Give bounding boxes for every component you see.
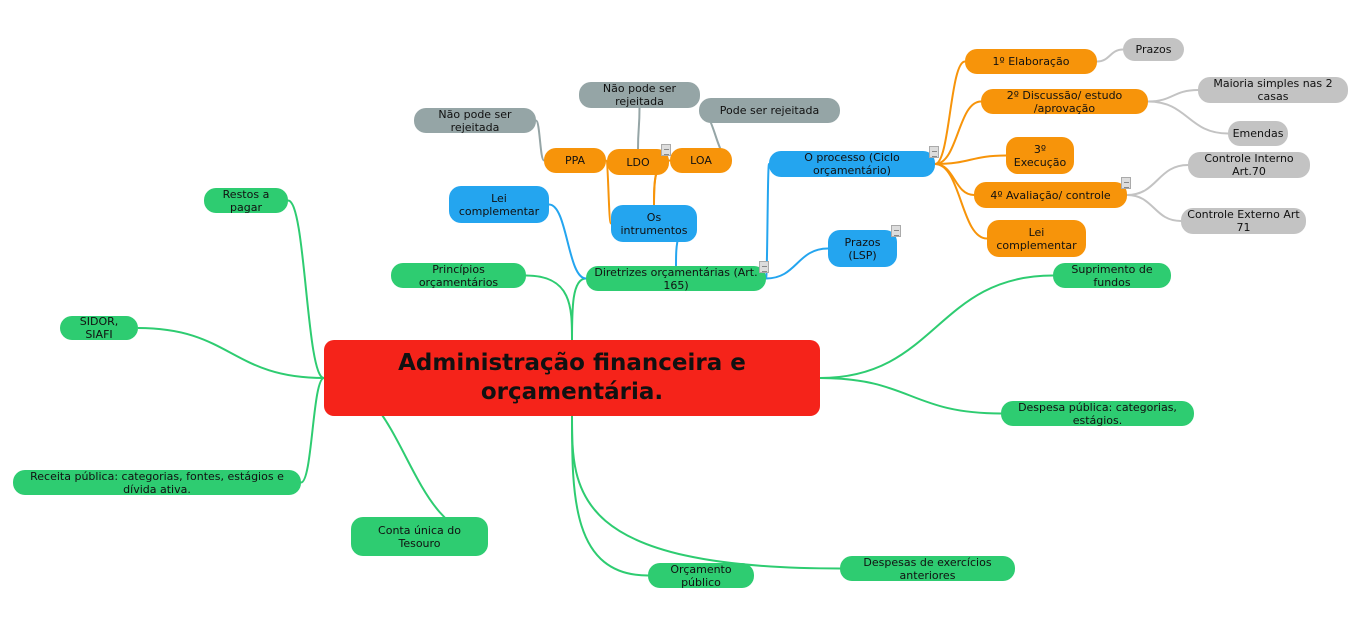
node-conta[interactable]: Conta única do Tesouro (351, 517, 488, 556)
node-prazos[interactable]: Prazos (1123, 38, 1184, 61)
connector-root-sidor (137, 327, 325, 379)
node-restos[interactable]: Restos a pagar (204, 188, 288, 214)
connector-root-despesa (819, 377, 1002, 415)
connector-root-diretrizes (571, 277, 587, 341)
node-emendas[interactable]: Emendas (1228, 121, 1288, 146)
connector-processo-aval (934, 163, 975, 196)
note-icon[interactable] (891, 225, 901, 237)
node-despesa[interactable]: Despesa pública: categorias, estágios. (1001, 401, 1194, 427)
node-nao2[interactable]: Não pode ser rejeitada (579, 82, 700, 108)
connector-root-receita (300, 377, 325, 484)
connector-root-despesas_ant (571, 415, 841, 570)
node-maioria[interactable]: Maioria simples nas 2 casas (1198, 77, 1348, 103)
note-icon[interactable] (1121, 177, 1131, 189)
node-diretrizes[interactable]: Diretrizes orçamentárias (Art. 165) (586, 266, 766, 292)
node-ce[interactable]: Controle Externo Art 71 (1181, 208, 1306, 234)
connector-diretrizes-lei_comp (548, 203, 587, 280)
node-elab[interactable]: 1º Elaboração (965, 49, 1097, 74)
node-ci[interactable]: Controle Interno Art.70 (1188, 152, 1310, 178)
connector-root-restos (287, 199, 325, 379)
connector-processo-exec (934, 154, 1007, 165)
node-os-instr[interactable]: Os intrumentos (611, 205, 697, 242)
node-disc[interactable]: 2º Discussão/ estudo /aprovação (981, 89, 1148, 115)
connector-diretrizes-processo (765, 163, 770, 280)
node-leic[interactable]: Lei complementar (987, 220, 1086, 257)
connector-ppa-nao1 (535, 119, 545, 162)
connector-disc-maioria (1147, 89, 1199, 103)
node-ppa[interactable]: PPA (544, 148, 606, 173)
node-nao1[interactable]: Não pode ser rejeitada (414, 108, 536, 134)
node-orcamento[interactable]: Orçamento público (648, 563, 754, 589)
connector-ldo-nao2 (637, 107, 641, 150)
node-root[interactable]: Administração financeira e orçamentária. (324, 340, 820, 416)
node-loa[interactable]: LOA (670, 148, 732, 173)
node-sidor[interactable]: SIDOR, SIAFI (60, 315, 138, 341)
node-aval[interactable]: 4º Avaliação/ controle (974, 182, 1127, 208)
node-prazos-lsp[interactable]: Prazos (LSP) (828, 230, 897, 267)
node-ldo[interactable]: LDO (607, 149, 669, 175)
connector-diretrizes-prazos_lsp (765, 247, 829, 280)
connector-aval-ci (1126, 164, 1189, 196)
node-despesas-ant[interactable]: Despesas de exercícios anteriores (840, 556, 1015, 582)
node-receita[interactable]: Receita pública: categorias, fontes, est… (13, 470, 301, 496)
node-suprimento[interactable]: Suprimento de fundos (1053, 263, 1171, 289)
connector-processo-disc (934, 100, 982, 165)
connector-root-suprimento (819, 274, 1054, 379)
node-lei-comp[interactable]: Lei complementar (449, 186, 549, 223)
connector-aval-ce (1126, 194, 1182, 222)
connector-root-principios (525, 274, 573, 341)
connector-disc-emendas (1147, 100, 1229, 135)
connector-elab-prazos (1096, 48, 1124, 63)
connector-processo-leic (934, 163, 988, 240)
node-principios[interactable]: Princípios orçamentários (391, 263, 526, 289)
connector-root-orcamento (571, 415, 649, 577)
node-pode[interactable]: Pode ser rejeitada (699, 98, 840, 123)
note-icon[interactable] (759, 261, 769, 273)
note-icon[interactable] (929, 146, 939, 158)
note-icon[interactable] (661, 144, 671, 156)
node-exec[interactable]: 3º Execução (1006, 137, 1074, 174)
connector-os_instr-ppa (605, 159, 612, 225)
connector-processo-elab (934, 60, 966, 165)
node-processo[interactable]: O processo (Ciclo orçamentário) (769, 151, 935, 177)
